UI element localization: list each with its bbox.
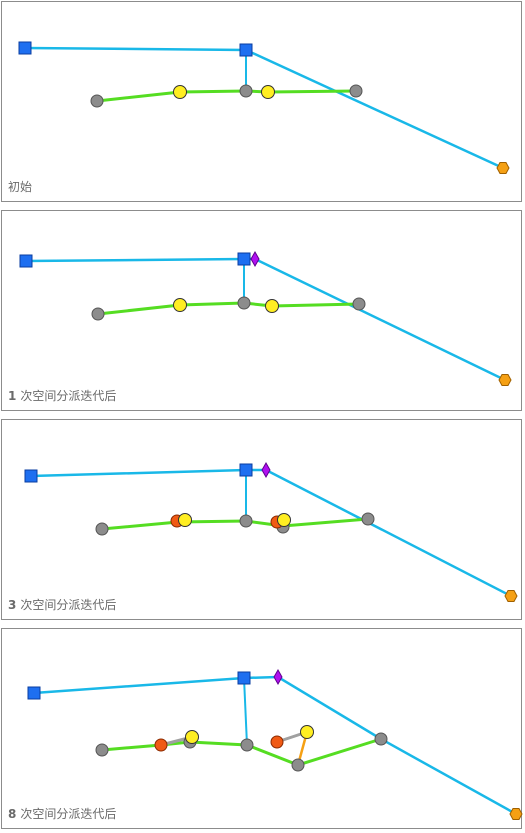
square-node: [27, 686, 41, 700]
square-node: [239, 463, 253, 477]
gray-node: [291, 758, 305, 772]
yellow-node: [185, 730, 199, 744]
diamond-node: [273, 668, 283, 686]
orange-node: [154, 738, 168, 752]
square-node: [237, 252, 251, 266]
caption-text: 次空间分派迭代后: [20, 598, 117, 612]
gray-node: [239, 514, 253, 528]
hexagon-node: [504, 590, 518, 602]
network-line: [24, 46, 504, 170]
gray-node: [91, 307, 105, 321]
gray-node: [352, 297, 366, 311]
caption-text: 次空间分派迭代后: [20, 807, 117, 821]
gray-node: [374, 732, 388, 746]
connector-line: [243, 677, 248, 746]
orange-node: [270, 735, 284, 749]
hexagon-node: [498, 374, 512, 386]
gray-node: [240, 738, 254, 752]
yellow-node: [173, 298, 187, 312]
diagram-iteration-8: [27, 668, 523, 820]
yellow-node: [277, 513, 291, 527]
yellow-node: [261, 85, 275, 99]
diamond-node: [261, 461, 271, 479]
yellow-node: [178, 513, 192, 527]
square-node: [237, 671, 251, 685]
iteration-count: 8: [8, 807, 17, 821]
gray-node: [90, 94, 104, 108]
panel-caption: 初始: [8, 178, 32, 195]
green-route: [96, 89, 357, 103]
panel-initial: 初始: [1, 1, 522, 202]
diagram-initial: [18, 41, 510, 174]
yellow-node: [173, 85, 187, 99]
square-node: [24, 469, 38, 483]
square-node: [19, 254, 33, 268]
green-route: [101, 517, 369, 531]
square-node: [239, 43, 253, 57]
gray-node: [349, 84, 363, 98]
hexagon-node: [496, 162, 510, 174]
yellow-node: [300, 725, 314, 739]
green-route: [97, 301, 360, 316]
gray-node: [361, 512, 375, 526]
yellow-node: [265, 299, 279, 313]
network-line: [30, 468, 512, 598]
green-route: [101, 737, 382, 767]
caption-text: 次空间分派迭代后: [20, 389, 117, 403]
iteration-count: 1: [8, 389, 17, 403]
gray-node: [95, 743, 109, 757]
iteration-count: 3: [8, 598, 17, 612]
diamond-node: [250, 250, 260, 268]
hexagon-node: [509, 808, 523, 820]
gray-node: [237, 296, 251, 310]
caption-text: 初始: [8, 180, 33, 194]
gray-node: [239, 84, 253, 98]
square-node: [18, 41, 32, 55]
diagram-iteration-1: [19, 250, 512, 386]
gray-node: [95, 522, 109, 536]
diagram-iteration-3: [24, 461, 518, 602]
